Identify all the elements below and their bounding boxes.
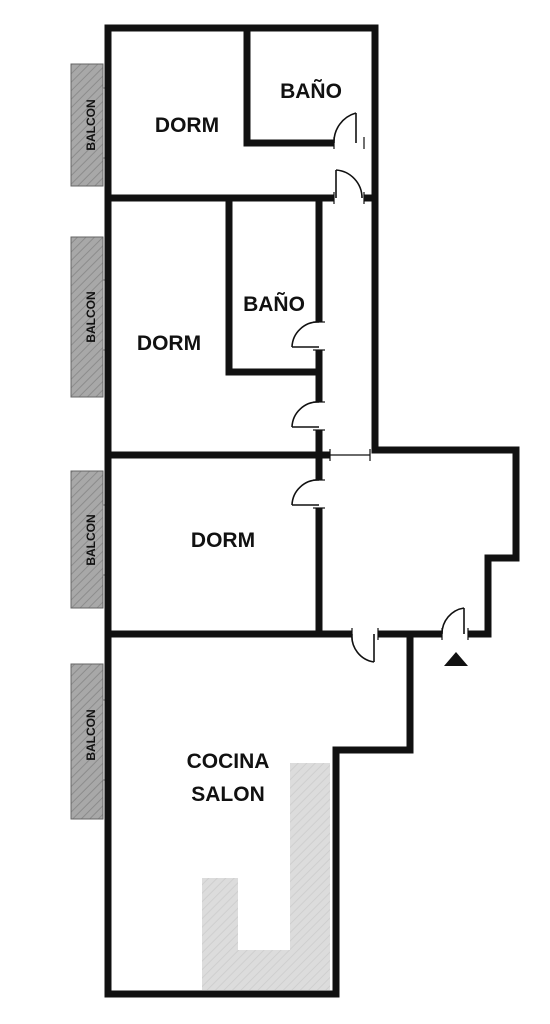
balcony-label: BALCON: [84, 99, 98, 150]
door-hall-top[interactable]: [329, 449, 371, 461]
balcony-label: BALCON: [84, 291, 98, 342]
entrance-triangle-icon: [444, 652, 468, 666]
door-living[interactable]: [351, 628, 379, 663]
door-bath-mid[interactable]: [291, 321, 325, 351]
room-label-bath-top: BAÑO: [280, 80, 342, 103]
room-label-bath-mid: BAÑO: [243, 293, 305, 316]
door-bedroom-mid[interactable]: [291, 401, 325, 431]
balcony-label: BALCON: [84, 709, 98, 760]
door-bath-top[interactable]: door: [333, 112, 365, 149]
door-bedroom-low[interactable]: [291, 479, 325, 509]
room-label-kitchen: COCINA: [187, 750, 270, 773]
room-label-bed-low: DORM: [191, 529, 255, 552]
kitchen-counter: [202, 763, 330, 990]
room-label-living: SALON: [191, 783, 265, 806]
door-bedroom-top[interactable]: [333, 169, 365, 204]
room-label-bed-mid: DORM: [137, 332, 201, 355]
door-entrance[interactable]: [441, 607, 469, 640]
balcony-label: BALCON: [84, 514, 98, 565]
room-label-bed-top: DORM: [155, 114, 219, 137]
